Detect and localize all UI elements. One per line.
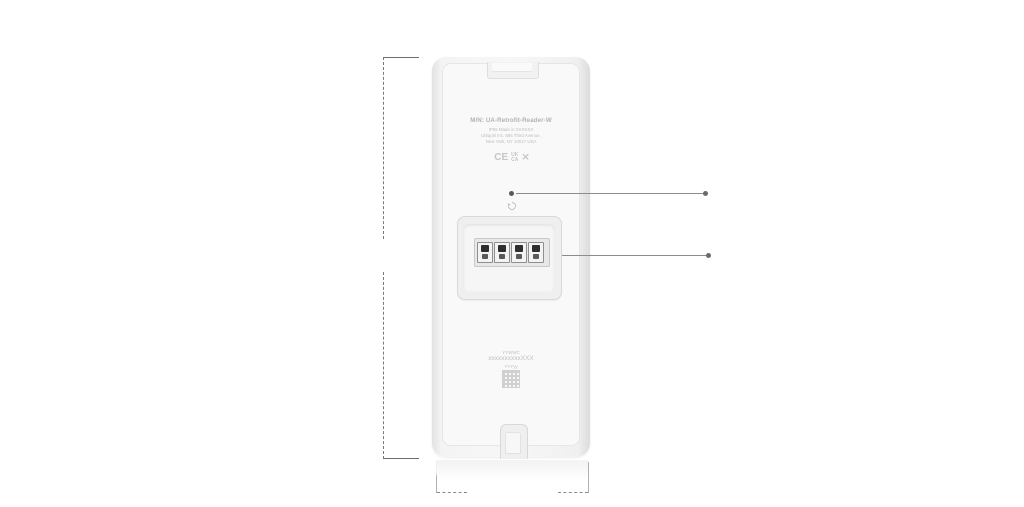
ce-mark: CE xyxy=(494,152,509,163)
height-dimension-bottom-tick xyxy=(383,458,419,459)
reset-icon xyxy=(507,202,516,210)
date-code-label: YYWWC xyxy=(502,350,520,355)
lot-code-label: YYYyy xyxy=(504,364,518,369)
top-mounting-clip-inner xyxy=(492,63,532,72)
terminal-pin-slot xyxy=(515,245,523,252)
width-dimension-left-edge xyxy=(436,462,437,493)
terminal-pin-screw xyxy=(499,254,505,259)
spec-line-1: IP55 Made in XXXXXX xyxy=(488,127,534,132)
spec-line-2: Ubiquiti Inc. 685 Third Avenue, xyxy=(481,133,541,138)
device-reflection xyxy=(436,460,588,482)
weee-bin-icon: ⨯ xyxy=(521,152,530,163)
width-dimension-right-edge xyxy=(588,462,589,493)
reset-callout-line xyxy=(516,193,704,194)
ukca-mark-bottom: CA xyxy=(511,157,519,163)
model-number-label: M/N: UA-Retrofit-Reader-W xyxy=(470,117,552,124)
reset-button-hole xyxy=(509,191,514,196)
width-dimension-line-right xyxy=(558,492,588,493)
ukca-mark-top: UK xyxy=(511,152,519,158)
height-dimension-line-lower xyxy=(383,272,384,459)
certification-marks: CE UK CA ⨯ xyxy=(476,151,548,165)
height-dimension-top-tick xyxy=(383,57,419,58)
qr-code-icon xyxy=(503,371,519,387)
terminal-pin-screw xyxy=(533,254,539,259)
terminal-pin-slot xyxy=(481,245,489,252)
bottom-mounting-notch-inner xyxy=(505,432,521,454)
reset-callout-dot xyxy=(703,191,708,196)
width-dimension-line-left xyxy=(437,492,467,493)
terminal-callout-line xyxy=(562,255,707,256)
terminal-pin-screw xyxy=(482,254,488,259)
terminal-pin-screw xyxy=(516,254,522,259)
terminal-callout-dot xyxy=(706,253,711,258)
spec-line-3: New York, NY 10017 USA xyxy=(485,139,537,144)
terminal-pin-slot xyxy=(532,245,540,252)
height-dimension-line-upper xyxy=(383,57,384,239)
serial-number-label: xxxxxxxxxxXXX xyxy=(488,355,534,362)
ukca-mark: UK CA xyxy=(511,153,518,163)
terminal-pin-slot xyxy=(498,245,506,252)
